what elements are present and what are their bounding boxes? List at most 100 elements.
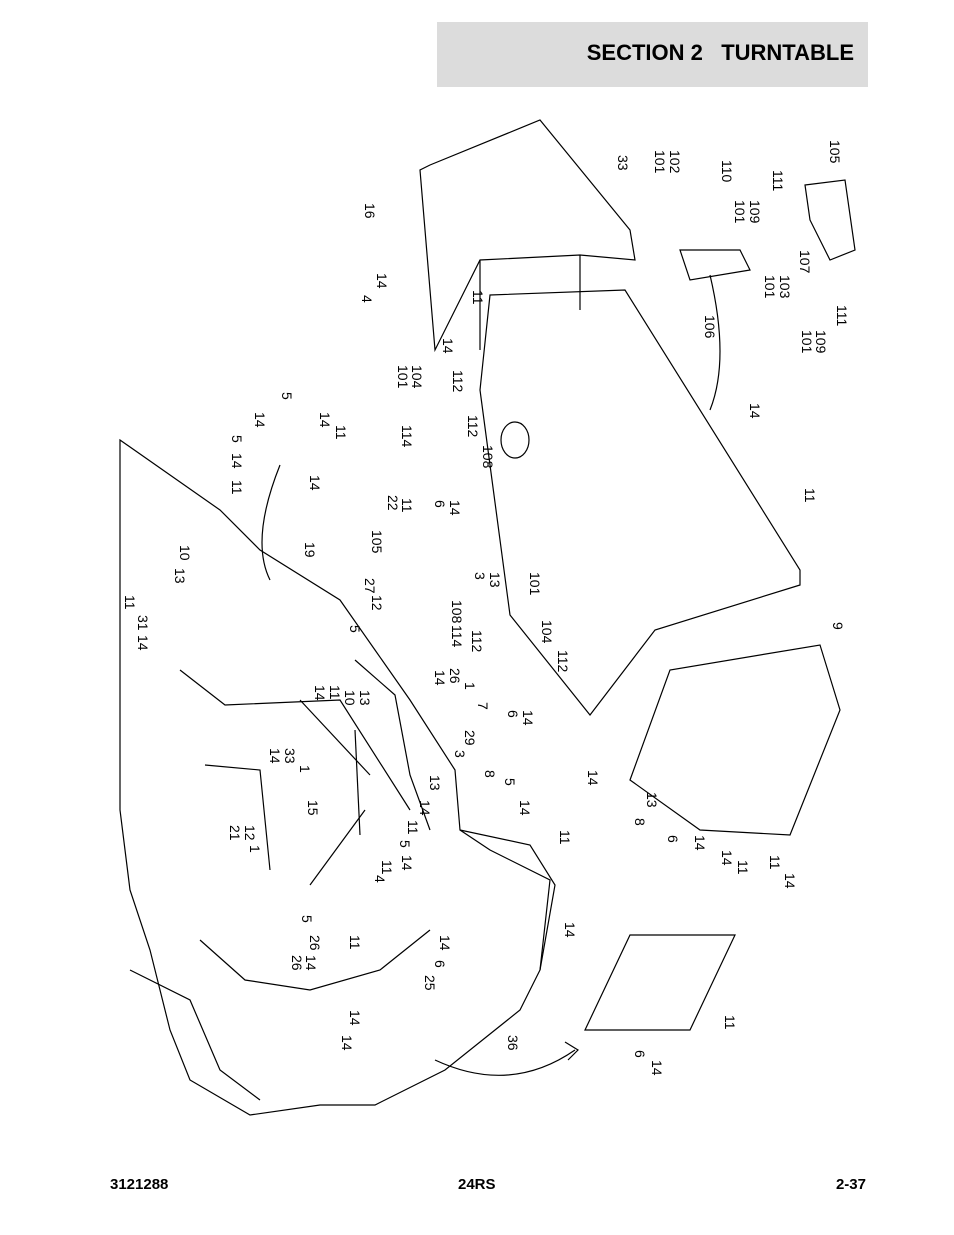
callout-29: 14 <box>317 412 333 428</box>
callout-25: 114 <box>399 425 415 448</box>
callout-103: 14 <box>303 955 319 971</box>
callout-74: 1 <box>297 765 313 773</box>
turntable-frame <box>119 438 551 1116</box>
callout-22: 104 <box>409 365 425 389</box>
latch-plate <box>679 249 751 281</box>
callout-27: 5 <box>279 392 295 400</box>
callout-106: 14 <box>437 935 453 951</box>
callout-1: 16 <box>362 203 378 219</box>
callout-93: 11 <box>735 860 751 875</box>
callout-68: 13 <box>357 690 373 706</box>
callout-54: 13 <box>172 568 188 584</box>
callout-90: 6 <box>665 835 681 843</box>
callout-69: 3 <box>452 750 468 758</box>
callout-109: 14 <box>339 1035 355 1051</box>
callout-80: 11 <box>405 820 421 835</box>
callout-50: 112 <box>555 650 571 673</box>
callout-71: 9 <box>830 622 846 630</box>
callout-111: 36 <box>505 1035 521 1051</box>
callout-73: 33 <box>282 748 298 764</box>
callout-108: 11 <box>722 1015 738 1030</box>
callout-labels: 16 33 101 102 110 105 111 101 109 107 10… <box>122 140 850 1076</box>
callout-57: 31 <box>135 615 151 631</box>
callout-38: 14 <box>447 500 463 516</box>
callout-67: 10 <box>342 690 358 706</box>
callout-3: 101 <box>652 150 668 174</box>
callout-87: 1 <box>247 845 263 853</box>
callout-26: 108 <box>480 445 496 469</box>
callout-7: 111 <box>770 170 786 191</box>
callout-51: 114 <box>449 625 465 648</box>
callout-10: 107 <box>797 250 813 274</box>
callout-81: 5 <box>397 840 413 848</box>
callout-82: 14 <box>585 770 601 786</box>
callout-23: 112 <box>450 370 466 393</box>
callout-36: 11 <box>399 498 415 513</box>
callout-78: 14 <box>517 800 533 816</box>
callout-59: 14 <box>432 670 448 686</box>
callout-11: 101 <box>762 275 778 299</box>
callout-91: 14 <box>692 835 708 851</box>
section-title: SECTION 2 TURNTABLE <box>586 40 854 65</box>
callout-21: 101 <box>395 365 411 389</box>
callout-17: 4 <box>359 295 375 303</box>
callout-84: 15 <box>305 800 321 816</box>
page-number: 2-37 <box>835 1176 866 1193</box>
hood-lower <box>629 644 841 836</box>
callout-32: 14 <box>229 453 245 469</box>
callout-48: 104 <box>539 620 555 644</box>
callout-44: 12 <box>369 595 385 611</box>
handle <box>804 179 856 261</box>
callout-88: 8 <box>632 818 648 826</box>
callout-19: 14 <box>440 338 456 354</box>
callout-63: 6 <box>505 710 521 718</box>
callout-85: 21 <box>227 825 243 841</box>
callout-70: 29 <box>462 730 478 746</box>
parts-diagram: 16 33 101 102 110 105 111 101 109 107 10… <box>110 110 870 1120</box>
cover-main <box>479 289 801 716</box>
callout-2: 33 <box>615 155 631 171</box>
callout-95: 14 <box>782 873 798 889</box>
callout-94: 11 <box>767 855 783 870</box>
callout-110: 14 <box>347 1010 363 1026</box>
callout-99: 14 <box>562 922 578 938</box>
callout-28: 14 <box>252 412 268 428</box>
callout-98: 11 <box>379 860 395 875</box>
callout-14: 101 <box>799 330 815 354</box>
callout-75: 8 <box>482 770 498 778</box>
callout-8: 101 <box>732 200 748 224</box>
callout-97: 4 <box>372 875 388 883</box>
callout-5: 110 <box>719 160 735 183</box>
arrow-indicator <box>434 1049 576 1076</box>
callout-112: 6 <box>632 1050 648 1058</box>
callout-16: 111 <box>834 305 850 326</box>
callout-100: 5 <box>299 915 315 923</box>
model-name: 24RS <box>458 1176 496 1193</box>
section-header: SECTION 2 TURNTABLE <box>437 22 868 87</box>
callout-43: 27 <box>362 578 378 594</box>
callout-66: 11 <box>327 685 343 700</box>
callout-76: 13 <box>427 775 443 791</box>
callout-86: 12 <box>242 825 258 841</box>
callout-65: 14 <box>312 685 328 701</box>
callout-24: 112 <box>465 415 481 438</box>
callout-42: 19 <box>302 542 318 558</box>
hood-upper <box>419 119 636 353</box>
callout-9: 109 <box>747 200 763 224</box>
callout-105: 6 <box>432 960 448 968</box>
callout-46: 13 <box>487 572 503 588</box>
callout-60: 26 <box>447 668 463 684</box>
callout-31: 5 <box>229 435 245 443</box>
callout-39: 14 <box>747 403 763 419</box>
callout-45: 3 <box>472 572 488 580</box>
callout-30: 11 <box>333 425 349 440</box>
callout-101: 26 <box>307 935 323 951</box>
callout-55: 11 <box>122 595 138 610</box>
callout-12: 103 <box>777 275 793 299</box>
cover-plate <box>584 934 736 1031</box>
callout-96: 14 <box>399 855 415 871</box>
callout-83: 11 <box>557 830 573 845</box>
callout-34: 14 <box>307 475 323 491</box>
callout-49: 112 <box>469 630 485 653</box>
callout-58: 5 <box>347 625 363 633</box>
